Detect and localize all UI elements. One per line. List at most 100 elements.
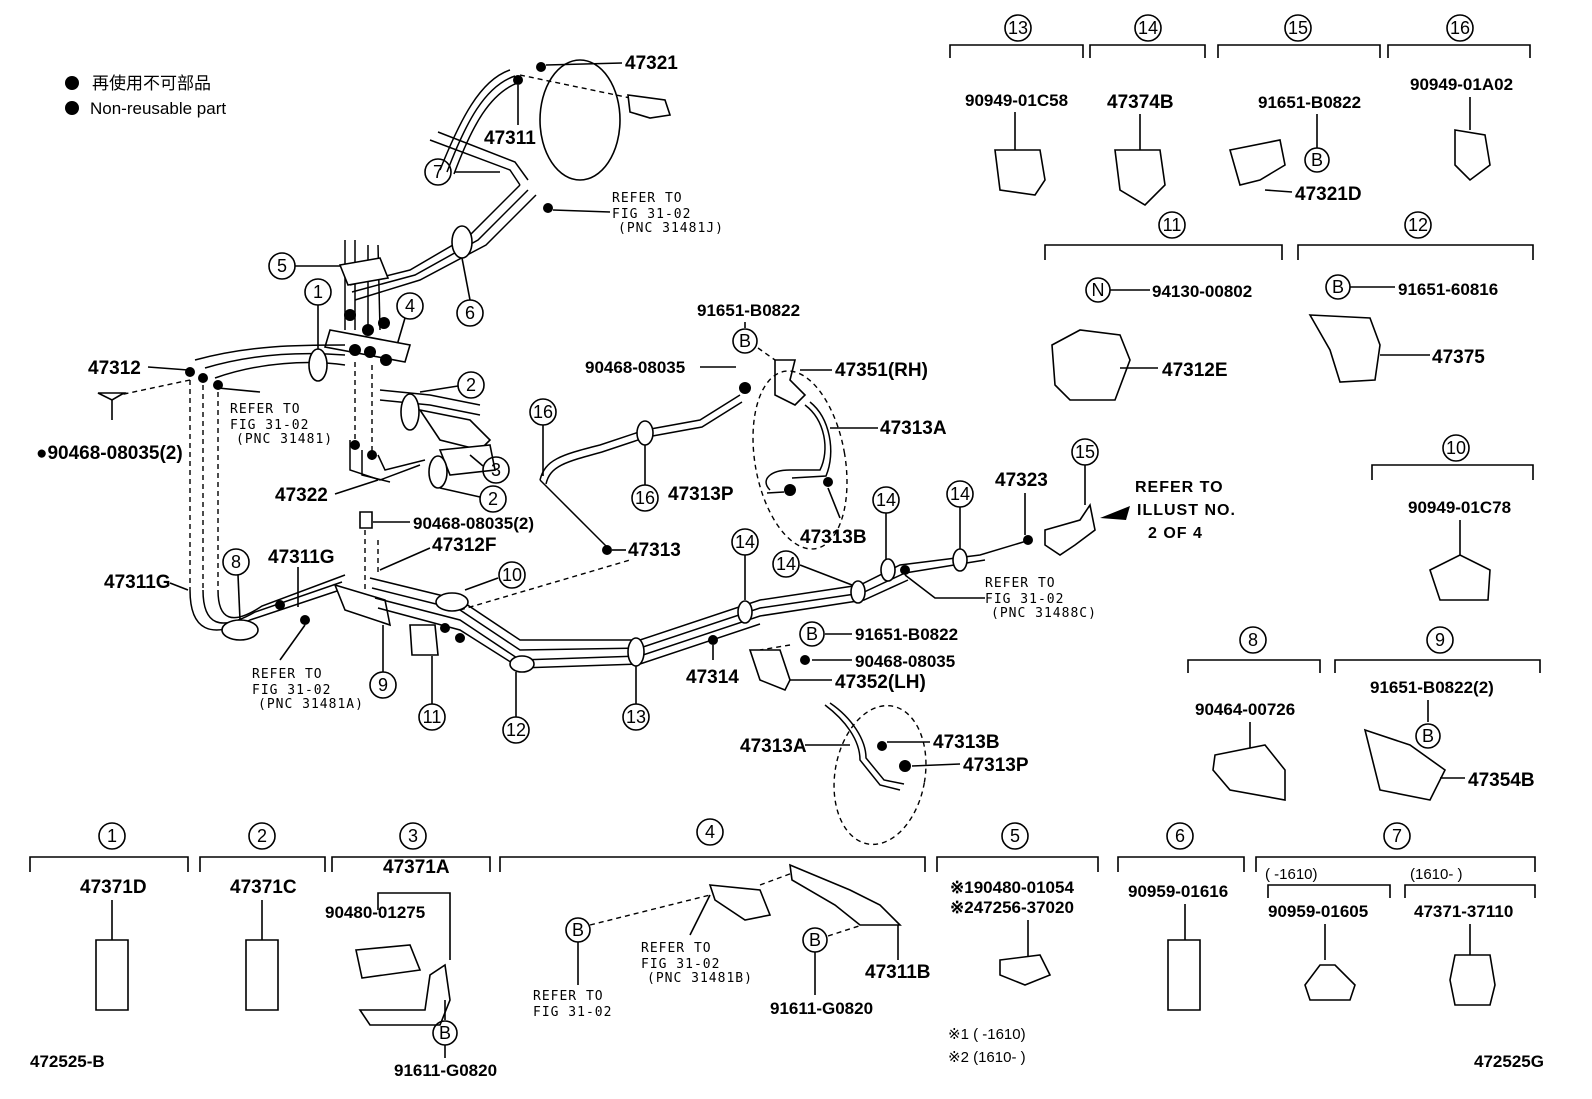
ref-g4-line2: FIG 31-02 <box>533 1005 612 1020</box>
ref1-line2: FIG 31-02 <box>612 207 691 222</box>
callout-9: 9 <box>369 671 397 699</box>
svg-text:9: 9 <box>378 675 388 695</box>
label-47313: 47313 <box>628 540 681 561</box>
bolt-b-1: B <box>732 328 758 354</box>
ref-g4-line1: REFER TO <box>533 989 604 1004</box>
ref3-line1: REFER TO <box>252 667 323 682</box>
group-2: 2 47371C <box>199 822 326 1011</box>
legend: 再使用不可部品 Non-reusable part <box>65 73 226 118</box>
group-11: 11 N 94130-00802 47312E <box>1044 211 1283 401</box>
note-2: ※2 (1610- ) <box>948 1049 1026 1066</box>
label-91651-60816: 91651-60816 <box>1398 280 1498 299</box>
svg-text:10: 10 <box>502 565 522 585</box>
callout-4: 4 <box>396 292 424 320</box>
bolt-b-2: B <box>799 621 825 647</box>
svg-text:1: 1 <box>313 282 323 302</box>
svg-text:13: 13 <box>626 707 646 727</box>
svg-text:14: 14 <box>735 532 755 552</box>
svg-text:B: B <box>739 331 751 351</box>
svg-text:B: B <box>1332 277 1344 297</box>
note-1: ※1 ( -1610) <box>948 1026 1026 1043</box>
svg-text:2: 2 <box>488 489 498 509</box>
label-47374B: 47374B <box>1107 92 1174 113</box>
label-47322: 47322 <box>275 485 328 506</box>
label-47312E: 47312E <box>1162 360 1228 381</box>
callout-14b: 14 <box>772 550 800 578</box>
callout-15: 15 <box>1071 438 1099 466</box>
group-5: 5 ※190480-01054 ※247256-37020 ※1 ( -1610… <box>936 822 1099 1066</box>
callout-13: 13 <box>622 703 650 731</box>
label-90949-01C78: 90949-01C78 <box>1408 498 1511 517</box>
callout-10: 10 <box>498 561 526 589</box>
callout-8: 8 <box>222 548 250 576</box>
label-47312: 47312 <box>88 358 141 379</box>
label-90464-00726: 90464-00726 <box>1195 700 1295 719</box>
callout-16b: 16 <box>631 484 659 512</box>
label-90468-08035-2-nonreusable: ●90468-08035(2) <box>36 443 183 464</box>
label-47313A-b: 47313A <box>740 736 807 757</box>
svg-text:13: 13 <box>1008 18 1028 38</box>
label-47371-37110: 47371-37110 <box>1414 902 1513 921</box>
ref2-line3: (PNC 31481) <box>236 432 333 447</box>
label-47314: 47314 <box>686 667 739 688</box>
label-47313A-a: 47313A <box>880 418 947 439</box>
group-13: 13 90949-01C58 <box>949 14 1084 196</box>
label-94130-00802: 94130-00802 <box>1152 282 1252 301</box>
ref-g4b-line1: REFER TO <box>641 941 712 956</box>
group-4: 4 B REFER TO FIG 31-02 REFER TO FIG 31-0… <box>499 818 931 1020</box>
label-47313P-b: 47313P <box>963 755 1029 776</box>
ref4-line1: REFER TO <box>1135 479 1224 496</box>
label-47313B-b: 47313B <box>933 732 1000 753</box>
callout-6: 6 <box>456 299 484 327</box>
label-90480-01275: 90480-01275 <box>325 903 425 922</box>
callout-2a: 2 <box>457 371 485 399</box>
svg-text:12: 12 <box>506 720 526 740</box>
callout-7: 7 <box>424 158 452 186</box>
ref-g4b-line3: (PNC 31481B) <box>647 971 753 986</box>
label-47311G-b: 47311G <box>268 547 335 568</box>
group-16: 16 90949-01A02 <box>1387 14 1531 182</box>
svg-text:5: 5 <box>277 256 287 276</box>
svg-text:14: 14 <box>1138 18 1158 38</box>
svg-text:11: 11 <box>1163 215 1182 235</box>
label-47371A: 47371A <box>383 857 450 878</box>
group-10: 10 90949-01C78 <box>1371 434 1534 601</box>
group-6: 6 90959-01616 <box>1117 822 1245 1011</box>
label-91611-G0820-g3: 91611-G0820 <box>394 1061 497 1080</box>
legend-en: Non-reusable part <box>90 99 226 118</box>
legend-jp: 再使用不可部品 <box>92 73 211 93</box>
svg-text:11: 11 <box>423 707 442 727</box>
svg-text:8: 8 <box>231 552 241 572</box>
label-47323: 47323 <box>995 470 1048 491</box>
svg-text:5: 5 <box>1010 826 1020 846</box>
label-90959-01605: 90959-01605 <box>1268 902 1368 921</box>
label-47375: 47375 <box>1432 347 1485 368</box>
svg-text:15: 15 <box>1075 442 1095 462</box>
main-assembly: 47321 47311 REFER TO FIG 31-02 (PNC 3148… <box>36 53 1236 846</box>
svg-text:7: 7 <box>433 162 443 182</box>
callout-1: 1 <box>304 278 332 306</box>
label-91651-B0822-2: 91651-B0822(2) <box>1370 678 1494 697</box>
group-3: 3 47371A 90480-01275 B 91611-G0820 <box>325 822 497 1080</box>
svg-text:16: 16 <box>635 488 655 508</box>
svg-text:10: 10 <box>1446 438 1466 458</box>
group-1: 1 47371D <box>29 822 189 1011</box>
callout-2b: 2 <box>479 485 507 513</box>
svg-text:6: 6 <box>1175 826 1185 846</box>
svg-text:16: 16 <box>1450 18 1470 38</box>
label-90468-08035-d: 90468-08035 <box>855 652 955 671</box>
group-8: 8 90464-00726 <box>1187 626 1321 801</box>
label-47311B: 47311B <box>865 962 931 983</box>
ref4-line3: 2 OF 4 <box>1148 525 1203 542</box>
code-left: 472525-B <box>30 1052 105 1071</box>
ref2-line1: REFER TO <box>230 402 301 417</box>
callout-11: 11 <box>418 703 446 731</box>
callout-14c: 14 <box>872 486 900 514</box>
label-91651-B0822-top: 91651-B0822 <box>697 301 800 320</box>
svg-text:14: 14 <box>876 490 896 510</box>
label-247256-37020: ※247256-37020 <box>950 898 1074 917</box>
label-47313P-a: 47313P <box>668 484 734 505</box>
ref4-line2: ILLUST NO. <box>1137 502 1236 519</box>
svg-text:4: 4 <box>405 296 415 316</box>
